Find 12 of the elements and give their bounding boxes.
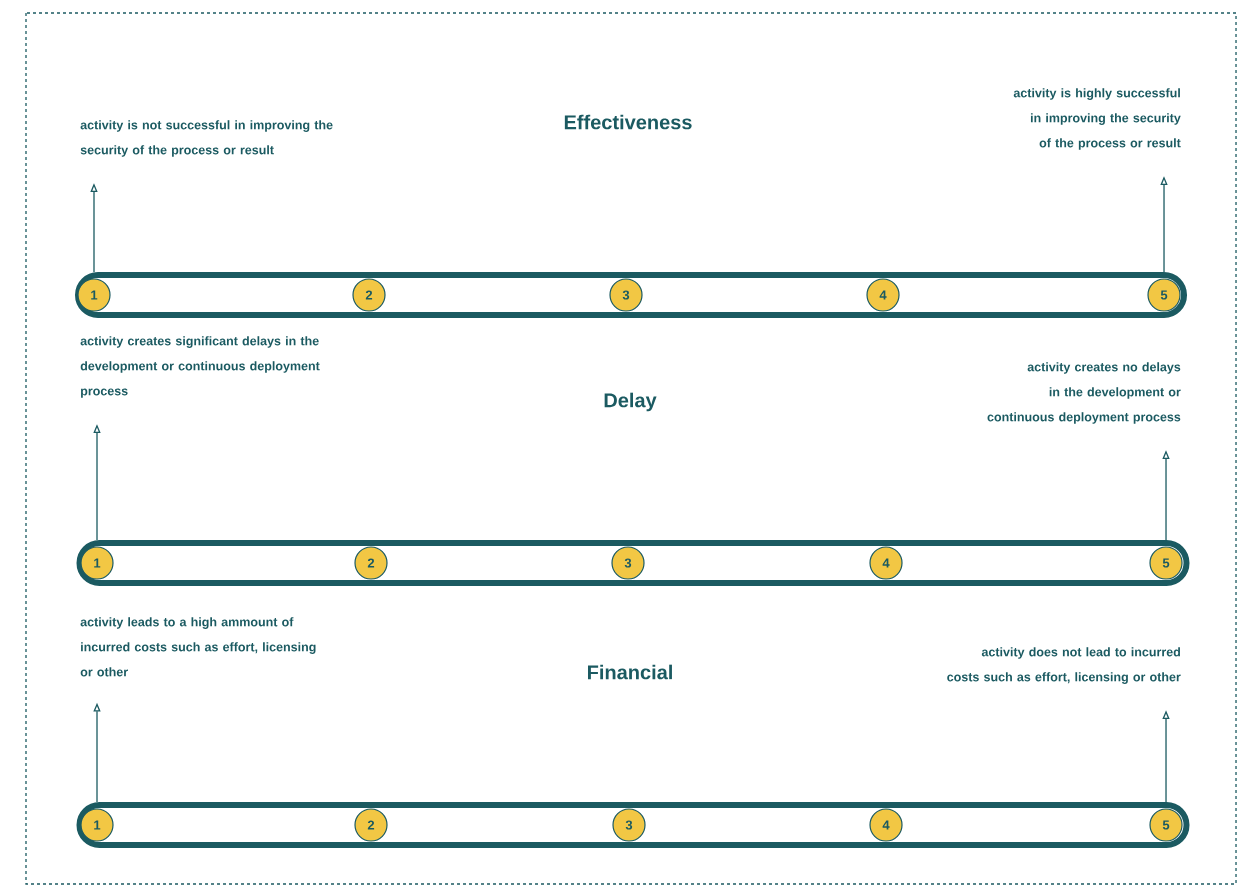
scale-title: Delay [604,392,657,412]
description-text: activity leads to a high ammount of incurred costs such as effort, licensing or other [80,617,316,677]
description-text: activity is not successful in improving the security of the process or result [80,120,333,157]
scale-bar [75,272,1187,318]
description-text: activity is highly successful in improving the security of the process or result [1013,88,1181,150]
scale-title: Financial [588,664,672,680]
description-text: activity creates significant delays in the development or continuous deployment process [80,336,320,398]
scale-bar [76,802,1190,848]
description-text: activity does not lead to incurred costs such as effort, licensing or other [947,647,1181,684]
scale-bar [76,540,1190,586]
scale-title: Effectiveness [564,114,692,130]
description-text: activity creates no delays in the development or continuous deployment process [987,362,1181,424]
